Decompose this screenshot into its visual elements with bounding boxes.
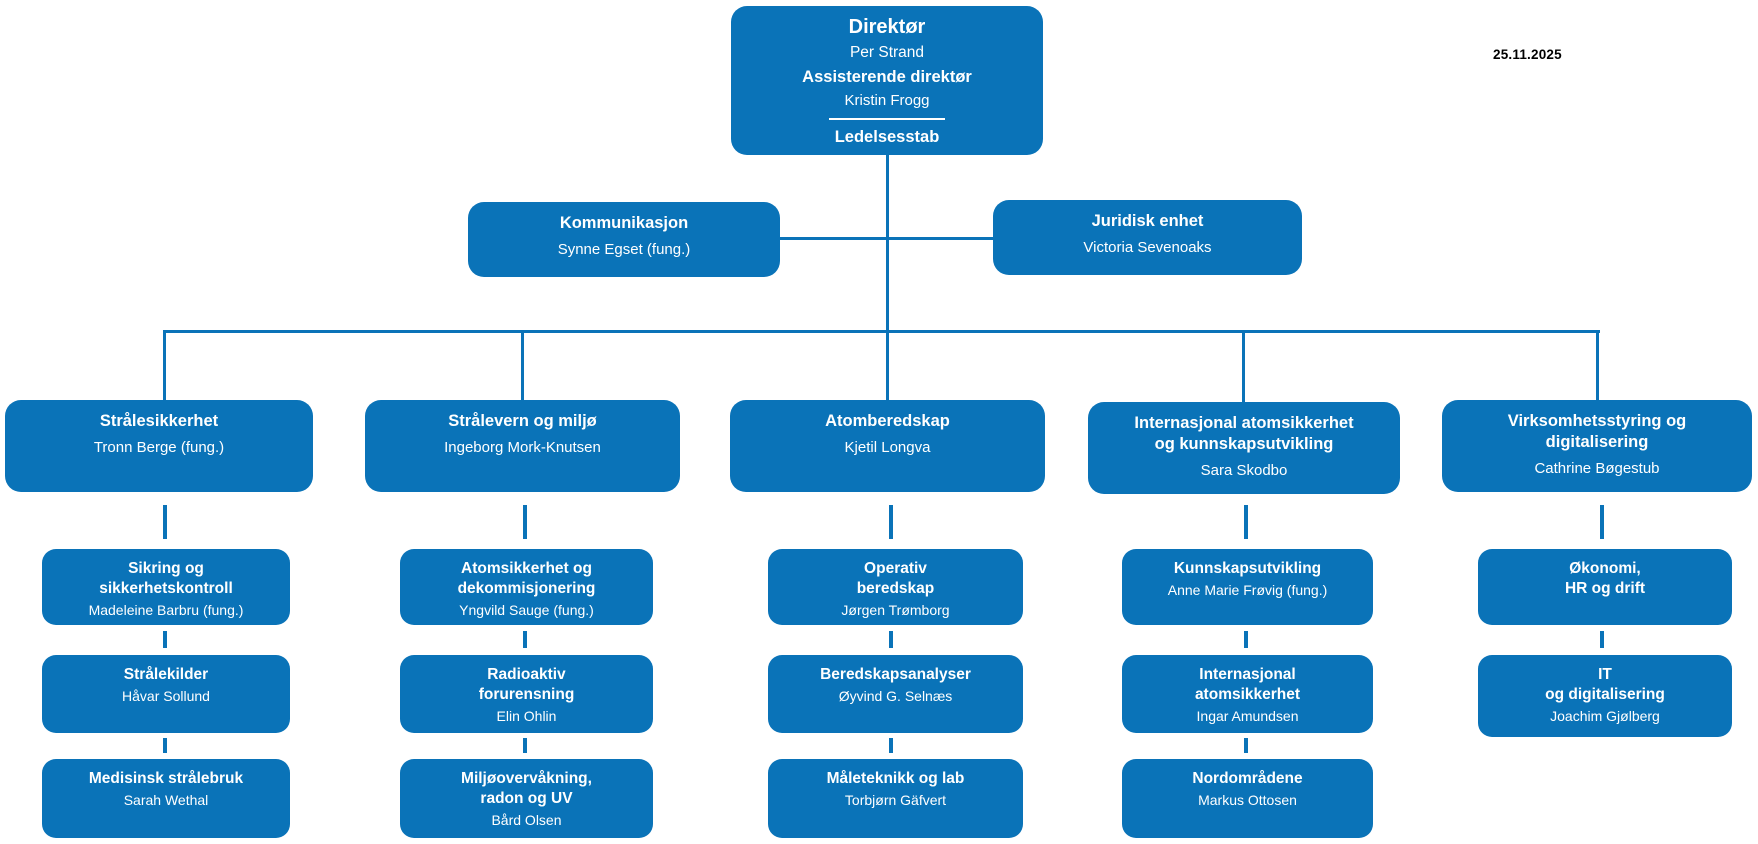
- node-division-stralesikkerhet: Strålesikkerhet Tronn Berge (fung.): [5, 400, 313, 492]
- connector-drop-division-5: [1596, 330, 1599, 400]
- section-head-name: Elin Ohlin: [496, 707, 557, 724]
- node-section-atomsikkerhet-og-dekommisjonering: Atomsikkerhet og dekommisjonering Yngvil…: [400, 549, 653, 625]
- section-title: Økonomi, HR og drift: [1564, 560, 1646, 597]
- section-title: Sikring og sikkerhetskontroll: [99, 560, 233, 597]
- node-section-medisinsk-stralebruk: Medisinsk strålebruk Sarah Wethal: [42, 759, 290, 838]
- section-title: Miljøovervåkning, radon og UV: [461, 770, 592, 807]
- node-section-kunnskapsutvikling: Kunnskapsutvikling Anne Marie Frøvig (fu…: [1122, 549, 1373, 625]
- node-section-internasjonal-atomsikkerhet: Internasjonal atomsikkerhet Ingar Amunds…: [1122, 655, 1373, 733]
- section-head-name: Sarah Wethal: [123, 791, 209, 808]
- unit-head-name: Synne Egset (fung.): [557, 241, 691, 259]
- division-title: Strålesikkerhet: [99, 412, 219, 430]
- connector-drop-division-4: [1242, 330, 1245, 402]
- section-head-name: Bård Olsen: [491, 811, 562, 828]
- connector-main-vertical: [886, 154, 889, 400]
- connector-distribution-horizontal: [164, 330, 1600, 333]
- node-division-virksomhetsstyring: Virksomhetsstyring og digitalisering Cat…: [1442, 400, 1752, 492]
- section-title: Internasjonal atomsikkerhet: [1194, 666, 1301, 703]
- division-title: Strålevern og miljø: [448, 412, 597, 430]
- node-section-radioaktiv-forurensning: Radioaktiv forurensning Elin Ohlin: [400, 655, 653, 733]
- division-title: Virksomhetsstyring og digitalisering: [1507, 412, 1687, 452]
- connector-col2-dash-1: [523, 505, 527, 539]
- node-section-nordomradene: Nordområdene Markus Ottosen: [1122, 759, 1373, 838]
- connector-drop-division-2: [521, 330, 524, 400]
- node-kommunikasjon: Kommunikasjon Synne Egset (fung.): [468, 202, 780, 277]
- division-head-name: Cathrine Bøgestub: [1534, 460, 1660, 478]
- section-head-name: Joachim Gjølberg: [1550, 707, 1660, 724]
- director-name: Per Strand: [849, 44, 925, 61]
- assistant-director-name: Kristin Frogg: [844, 91, 930, 109]
- assistant-director-title: Assisterende direktør: [802, 68, 972, 87]
- connector-col2-dash-3: [523, 738, 527, 753]
- node-division-internasjonal-atomsikkerhet: Internasjonal atomsikkerhet og kunnskaps…: [1088, 402, 1400, 494]
- management-staff-label: Ledelsesstab: [834, 128, 940, 147]
- section-head-name: Anne Marie Frøvig (fung.): [1167, 581, 1328, 598]
- node-section-sikring-og-sikkerhetskontroll: Sikring og sikkerhetskontroll Madeleine …: [42, 549, 290, 625]
- section-title: Radioaktiv forurensning: [478, 666, 575, 703]
- chart-date: 25.11.2025: [1493, 47, 1562, 62]
- node-section-operativ-beredskap: Operativ beredskap Jørgen Trømborg: [768, 549, 1023, 625]
- division-head-name: Tronn Berge (fung.): [93, 439, 225, 457]
- unit-title: Juridisk enhet: [1091, 212, 1204, 230]
- section-title: Operativ beredskap: [856, 560, 935, 597]
- connector-staff-horizontal: [779, 237, 994, 240]
- section-title: Kunnskapsutvikling: [1173, 560, 1322, 577]
- node-section-stralekilder: Strålekilder Håvar Sollund: [42, 655, 290, 733]
- connector-col1-dash-1: [163, 505, 167, 539]
- section-head-name: Markus Ottosen: [1198, 791, 1297, 808]
- director-divider: [829, 118, 945, 121]
- connector-col3-dash-2: [889, 631, 893, 648]
- connector-col4-dash-1: [1244, 505, 1248, 539]
- node-section-okonomi-hr-og-drift: Økonomi, HR og drift: [1478, 549, 1732, 625]
- section-title: Måleteknikk og lab: [826, 770, 965, 787]
- node-director: Direktør Per Strand Assisterende direktø…: [731, 6, 1043, 155]
- node-section-it-og-digitalisering: IT og digitalisering Joachim Gjølberg: [1478, 655, 1732, 737]
- connector-col4-dash-3: [1244, 738, 1248, 753]
- node-juridisk-enhet: Juridisk enhet Victoria Sevenoaks: [993, 200, 1302, 275]
- section-head-name: Håvar Sollund: [122, 687, 210, 704]
- director-title: Direktør: [848, 16, 926, 38]
- connector-col2-dash-2: [523, 631, 527, 648]
- division-head-name: Sara Skodbo: [1200, 462, 1288, 480]
- unit-title: Kommunikasjon: [559, 214, 689, 232]
- section-head-name: Ingar Amundsen: [1196, 707, 1299, 724]
- node-section-maleteknikk-og-lab: Måleteknikk og lab Torbjørn Gäfvert: [768, 759, 1023, 838]
- connector-col4-dash-2: [1244, 631, 1248, 648]
- section-head-name: Øyvind G. Selnæs: [838, 687, 953, 704]
- connector-col3-dash-1: [889, 505, 893, 539]
- section-title: Nordområdene: [1192, 770, 1303, 787]
- connector-drop-division-1: [163, 330, 166, 400]
- division-title: Internasjonal atomsikkerhet og kunnskaps…: [1134, 414, 1354, 454]
- section-title: IT og digitalisering: [1545, 666, 1665, 703]
- division-head-name: Ingeborg Mork-Knutsen: [444, 439, 601, 457]
- section-title: Beredskapsanalyser: [820, 666, 971, 683]
- node-section-miljoovervakning-radon-uv: Miljøovervåkning, radon og UV Bård Olsen: [400, 759, 653, 838]
- section-title: Medisinsk strålebruk: [88, 770, 244, 787]
- connector-col1-dash-3: [163, 738, 167, 753]
- connector-col5-dash-1: [1600, 505, 1604, 539]
- section-title: Strålekilder: [123, 666, 209, 683]
- node-section-beredskapsanalyser: Beredskapsanalyser Øyvind G. Selnæs: [768, 655, 1023, 733]
- unit-head-name: Victoria Sevenoaks: [1083, 239, 1212, 257]
- division-title: Atomberedskap: [825, 412, 950, 430]
- section-title: Atomsikkerhet og dekommisjonering: [457, 560, 596, 597]
- connector-col1-dash-2: [163, 631, 167, 648]
- division-head-name: Kjetil Longva: [844, 439, 931, 457]
- section-head-name: Yngvild Sauge (fung.): [459, 601, 594, 618]
- section-head-name: Jørgen Trømborg: [841, 601, 950, 618]
- connector-col5-dash-2: [1600, 631, 1604, 648]
- node-division-atomberedskap: Atomberedskap Kjetil Longva: [730, 400, 1045, 492]
- section-head-name: Madeleine Barbru (fung.): [88, 601, 244, 618]
- section-head-name: Torbjørn Gäfvert: [844, 791, 947, 808]
- connector-col3-dash-3: [889, 738, 893, 753]
- node-division-stralevern-og-miljo: Strålevern og miljø Ingeborg Mork-Knutse…: [365, 400, 680, 492]
